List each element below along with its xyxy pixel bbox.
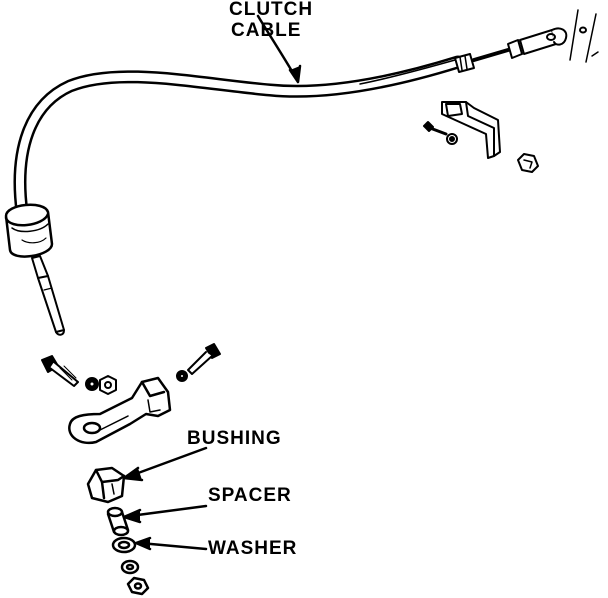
callout-leaders xyxy=(122,14,302,551)
spacer-label: SPACER xyxy=(208,485,292,506)
cable-grommet xyxy=(4,203,54,258)
lever-washer-nut xyxy=(85,375,117,395)
bushing-part xyxy=(86,466,126,504)
lower-nut-stack xyxy=(120,559,150,596)
bushing-label: BUSHING xyxy=(187,428,282,449)
washer-part xyxy=(111,536,137,554)
firewall-hatch xyxy=(569,9,599,63)
clutch-cable-label-line2: CABLE xyxy=(231,20,302,41)
washer-label: WASHER xyxy=(208,538,298,559)
spacer-part xyxy=(106,506,130,537)
upper-bracket-assembly xyxy=(423,101,539,173)
clutch-lever xyxy=(68,376,172,445)
clutch-cable-label-line1: CLUTCH xyxy=(229,0,314,20)
lever-bolt-right xyxy=(176,343,221,382)
cable-inner-rod xyxy=(31,255,65,336)
clutch-cable xyxy=(13,55,465,219)
lever-bolt-left xyxy=(41,355,79,387)
cable-end-fitting xyxy=(454,26,587,73)
